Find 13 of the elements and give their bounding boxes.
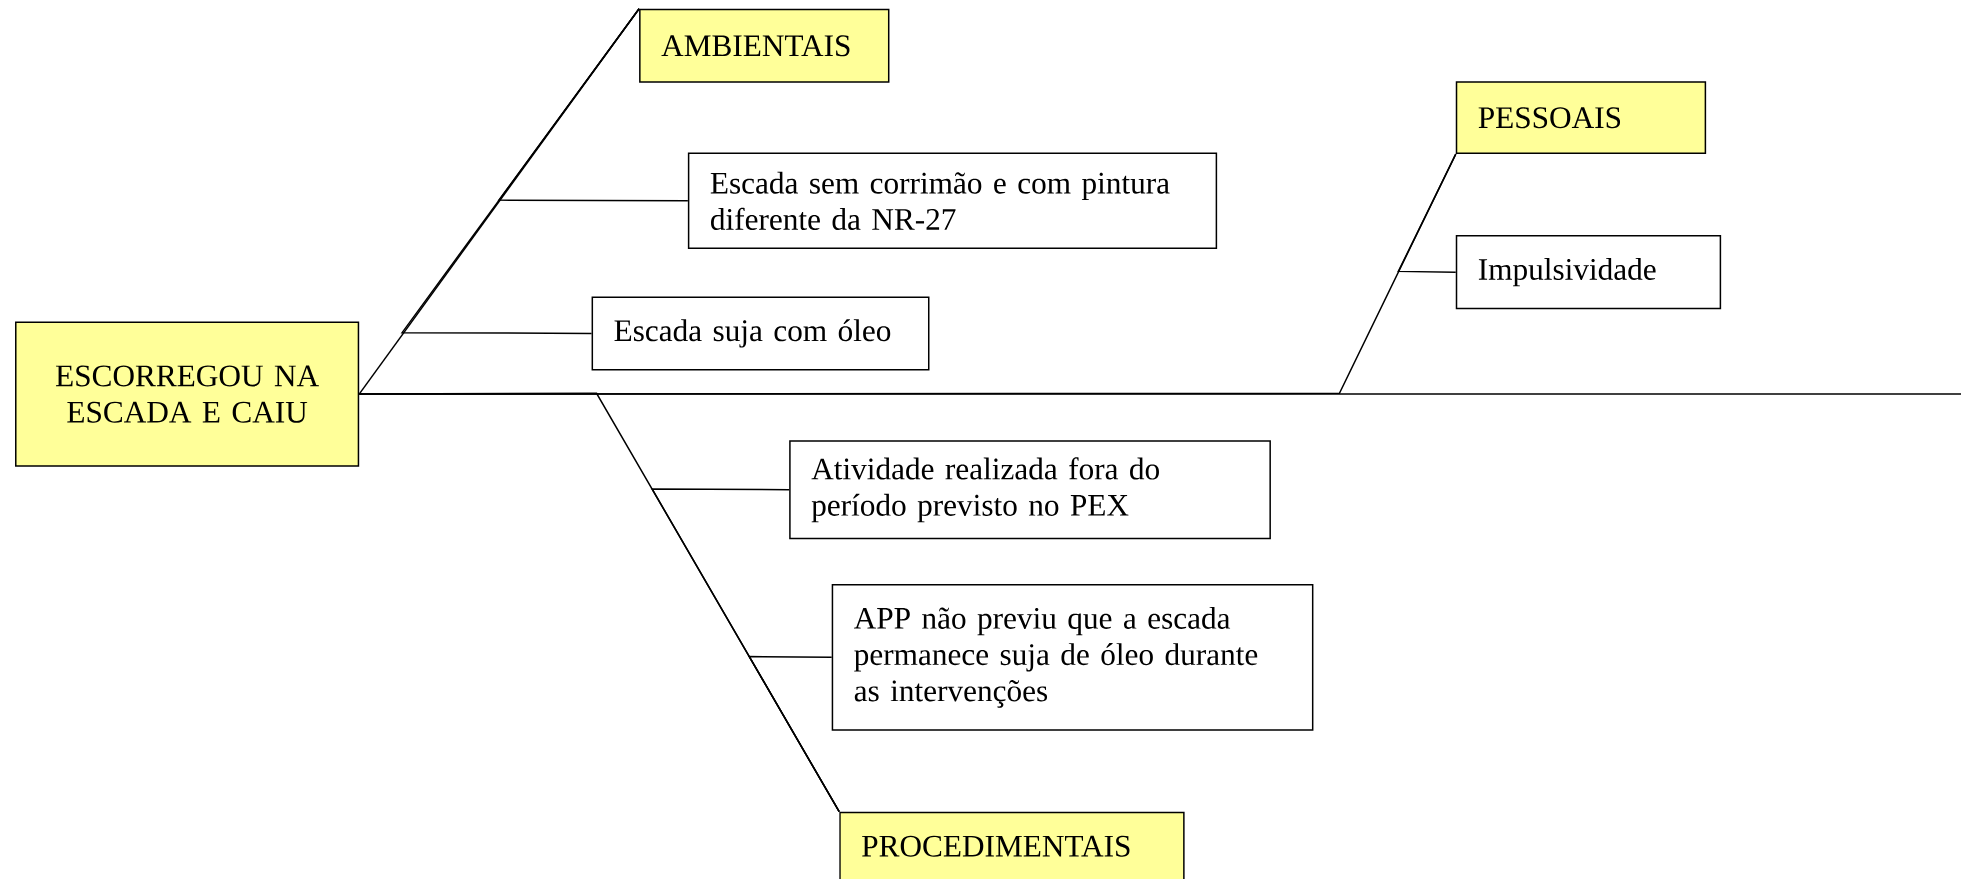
category-box: AMBIENTAIS bbox=[639, 8, 890, 83]
effect-box: ESCORREGOU NA ESCADA E CAIU bbox=[15, 321, 360, 467]
category-box: PROCEDIMENTAIS bbox=[839, 811, 1185, 879]
category-box: PESSOAIS bbox=[1455, 81, 1707, 154]
cause-box: Escada sem corrimão e com pintura diferente da NR-27 bbox=[687, 152, 1218, 250]
branch-line bbox=[400, 7, 640, 335]
branch-line bbox=[1397, 153, 1457, 273]
cause-box: APP não previu que a escada permanece suja de óleo durante as intervenções bbox=[831, 583, 1314, 731]
cause-box: Atividade realizada fora do período previsto no PEX bbox=[789, 440, 1271, 540]
cause-box: Impulsividade bbox=[1455, 235, 1722, 310]
spine-line bbox=[358, 393, 1961, 395]
cause-box: Escada suja com óleo bbox=[591, 296, 930, 371]
branch-line bbox=[747, 655, 840, 813]
